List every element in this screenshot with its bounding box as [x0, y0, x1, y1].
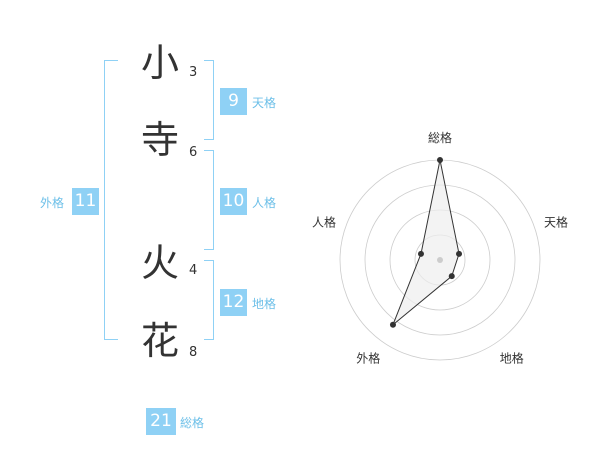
radar-axis-label-5: 人格: [312, 214, 336, 229]
jin-kaku-label: 人格: [252, 196, 277, 210]
ten-kaku-badge: 9: [220, 88, 247, 115]
radar-point-1: [437, 157, 443, 163]
radar-axis-label-4: 外格: [356, 351, 380, 366]
name-char-3: 火: [140, 241, 179, 285]
so-kaku-label: 総格: [180, 416, 205, 430]
stroke-count-1: 3: [189, 65, 198, 80]
radar-axis-label-1: 総格: [428, 130, 452, 145]
radar-point-5: [417, 250, 424, 257]
radar-point-2: [456, 250, 463, 257]
gai-bracket: [104, 60, 118, 340]
ten-bracket: [204, 60, 214, 140]
jin-kaku-badge: 10: [220, 188, 247, 215]
stroke-count-2: 6: [189, 145, 198, 160]
radar-axis-label-2: 天格: [544, 214, 568, 229]
name-char-1: 小: [140, 41, 179, 85]
radar-point-4: [389, 321, 396, 328]
chi-bracket: [204, 260, 214, 340]
gai-kaku-label: 外格: [40, 196, 65, 210]
name-char-4: 花: [140, 319, 179, 363]
name-char-2: 寺: [140, 118, 179, 162]
ten-kaku-label: 天格: [252, 96, 277, 110]
stroke-count-4: 8: [189, 345, 198, 360]
gai-kaku-badge: 11: [72, 188, 99, 215]
jin-bracket: [204, 150, 214, 250]
chi-kaku-label: 地格: [252, 297, 277, 311]
stroke-count-3: 4: [189, 263, 198, 278]
radar-point-3: [448, 273, 455, 280]
radar-series-polygon: [392, 159, 460, 326]
radar-axis-label-3: 地格: [500, 351, 524, 366]
chi-kaku-badge: 12: [220, 289, 247, 316]
radar-center-dot: [437, 257, 443, 263]
so-kaku-badge: 21: [146, 408, 176, 435]
